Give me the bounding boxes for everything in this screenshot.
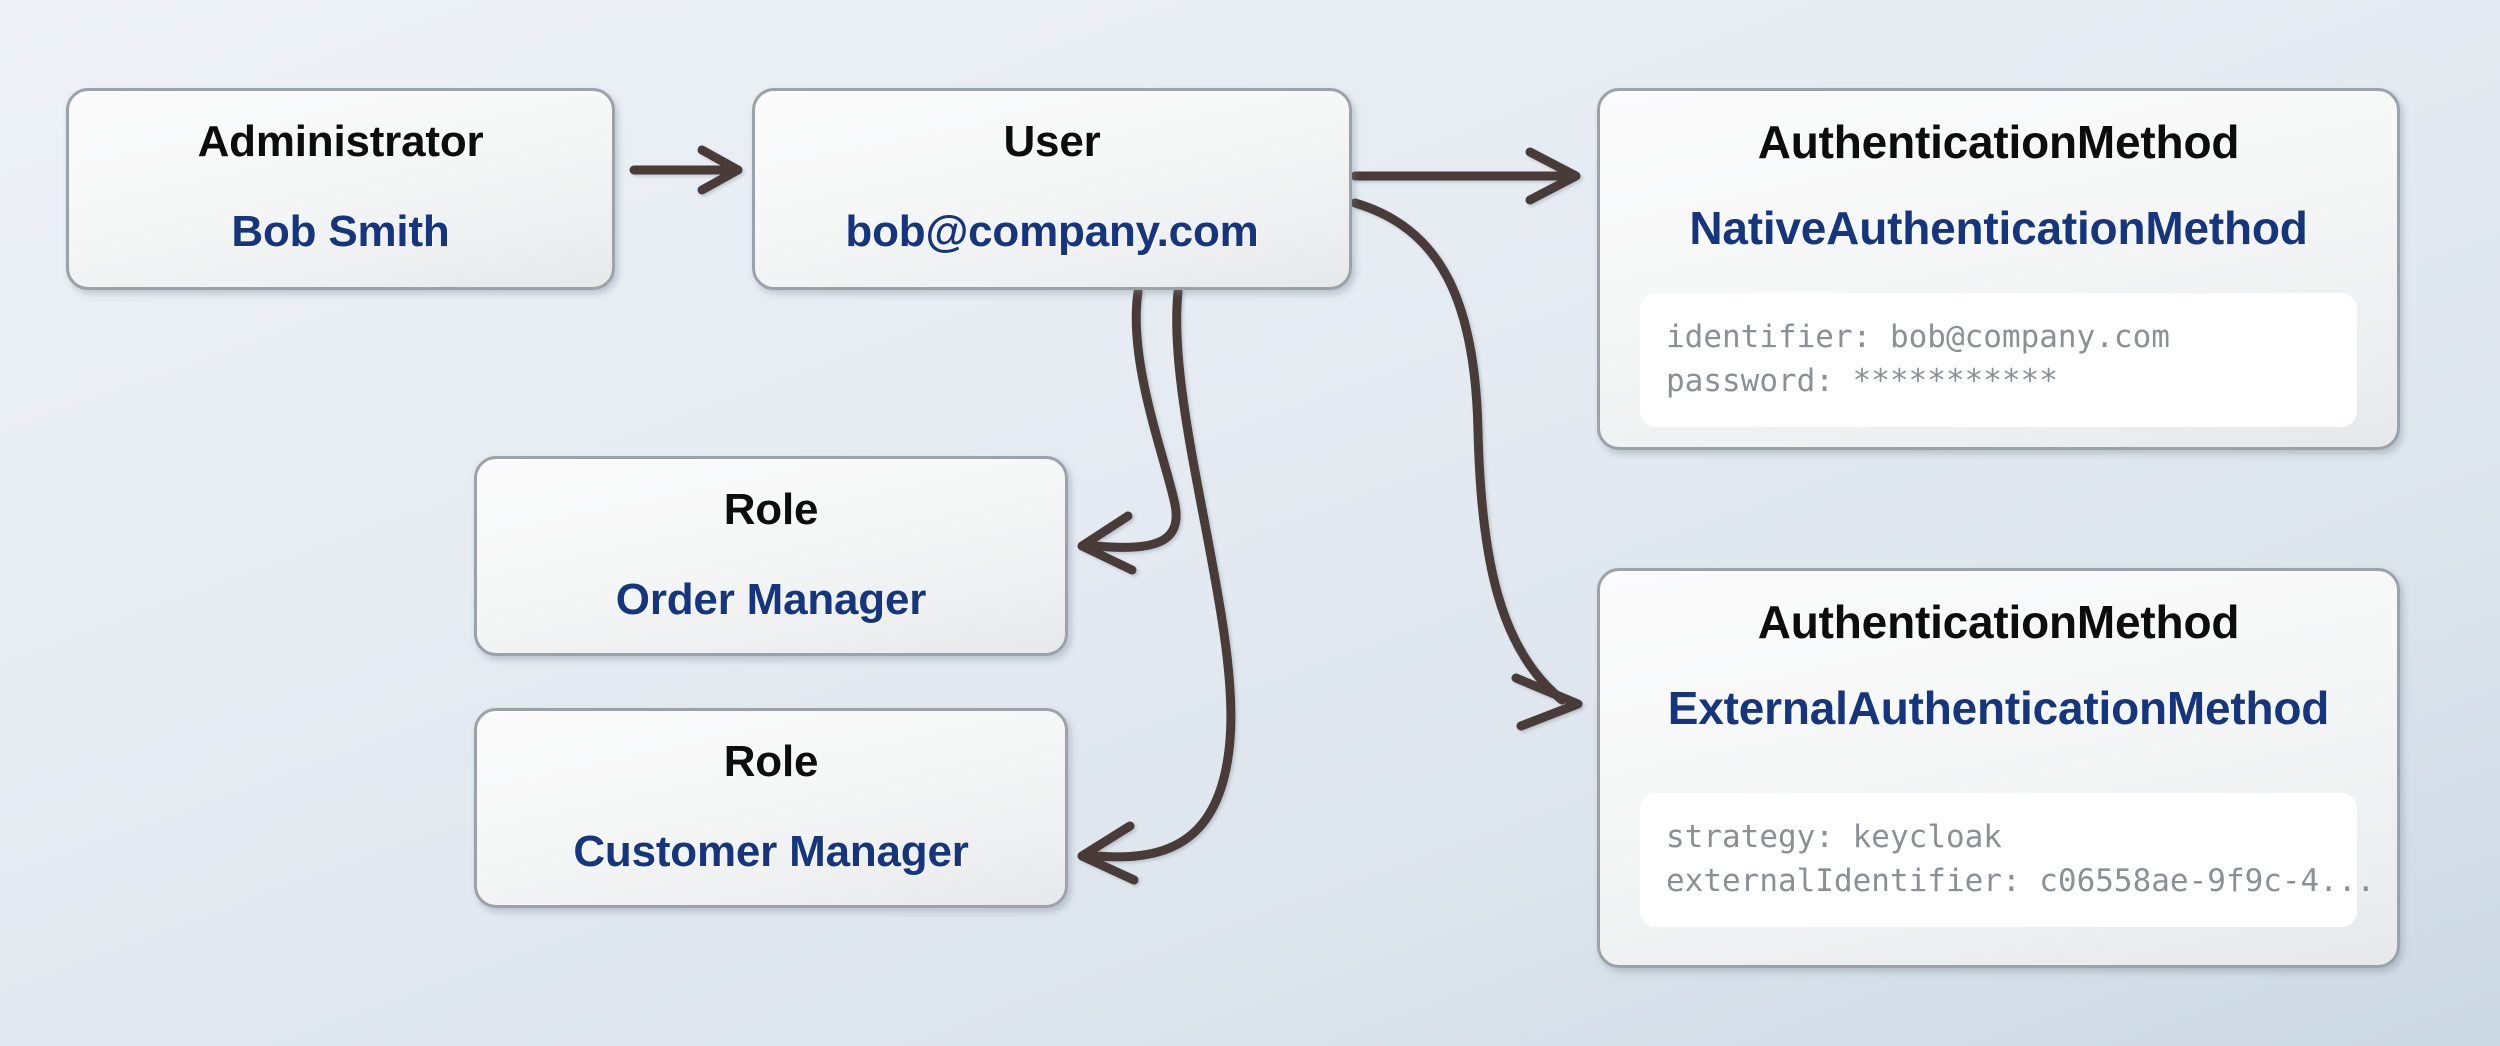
node-auth-external-title: AuthenticationMethod [1757, 596, 2240, 648]
node-administrator[interactable]: Administrator Bob Smith [66, 88, 615, 290]
node-administrator-title: Administrator [197, 117, 484, 166]
property-identifier: identifier: bob@company.com [1666, 319, 2170, 355]
connector-administrator-to-user [629, 145, 743, 195]
node-user-title: User [1003, 117, 1101, 166]
node-auth-native-title: AuthenticationMethod [1757, 116, 2240, 168]
node-role-order-manager[interactable]: Role Order Manager [474, 456, 1068, 656]
connector-user-to-order-manager [1077, 287, 1181, 575]
connector-user-to-native-auth [1350, 147, 1581, 205]
property-password: password: *********** [1666, 363, 2058, 400]
node-administrator-subtitle: Bob Smith [231, 207, 450, 256]
property-external-identifier: externalIdentifier: c06558ae-9f9c-4... [1666, 863, 2376, 900]
node-auth-native[interactable]: AuthenticationMethod NativeAuthenticatio… [1597, 88, 2400, 450]
node-role-order-manager-subtitle: Order Manager [615, 575, 927, 624]
node-auth-external-properties: strategy: keycloak externalIdentifier: c… [1640, 793, 2376, 928]
node-user-subtitle: bob@company.com [845, 207, 1259, 256]
node-role-customer-manager-title: Role [723, 737, 819, 786]
node-auth-native-subtitle: NativeAuthenticationMethod [1689, 202, 2308, 254]
node-auth-native-properties: identifier: bob@company.com password: **… [1640, 293, 2357, 428]
node-role-customer-manager[interactable]: Role Customer Manager [474, 708, 1068, 908]
node-role-customer-manager-subtitle: Customer Manager [573, 827, 969, 876]
node-user[interactable]: User bob@company.com [752, 88, 1352, 290]
property-strategy: strategy: keycloak [1666, 819, 2002, 855]
connector-user-to-external-auth [1350, 198, 1583, 731]
node-auth-external-subtitle: ExternalAuthenticationMethod [1667, 682, 2330, 734]
connector-user-to-customer-manager [1077, 287, 1236, 885]
node-auth-external[interactable]: AuthenticationMethod ExternalAuthenticat… [1597, 568, 2400, 968]
node-role-order-manager-title: Role [723, 485, 819, 534]
